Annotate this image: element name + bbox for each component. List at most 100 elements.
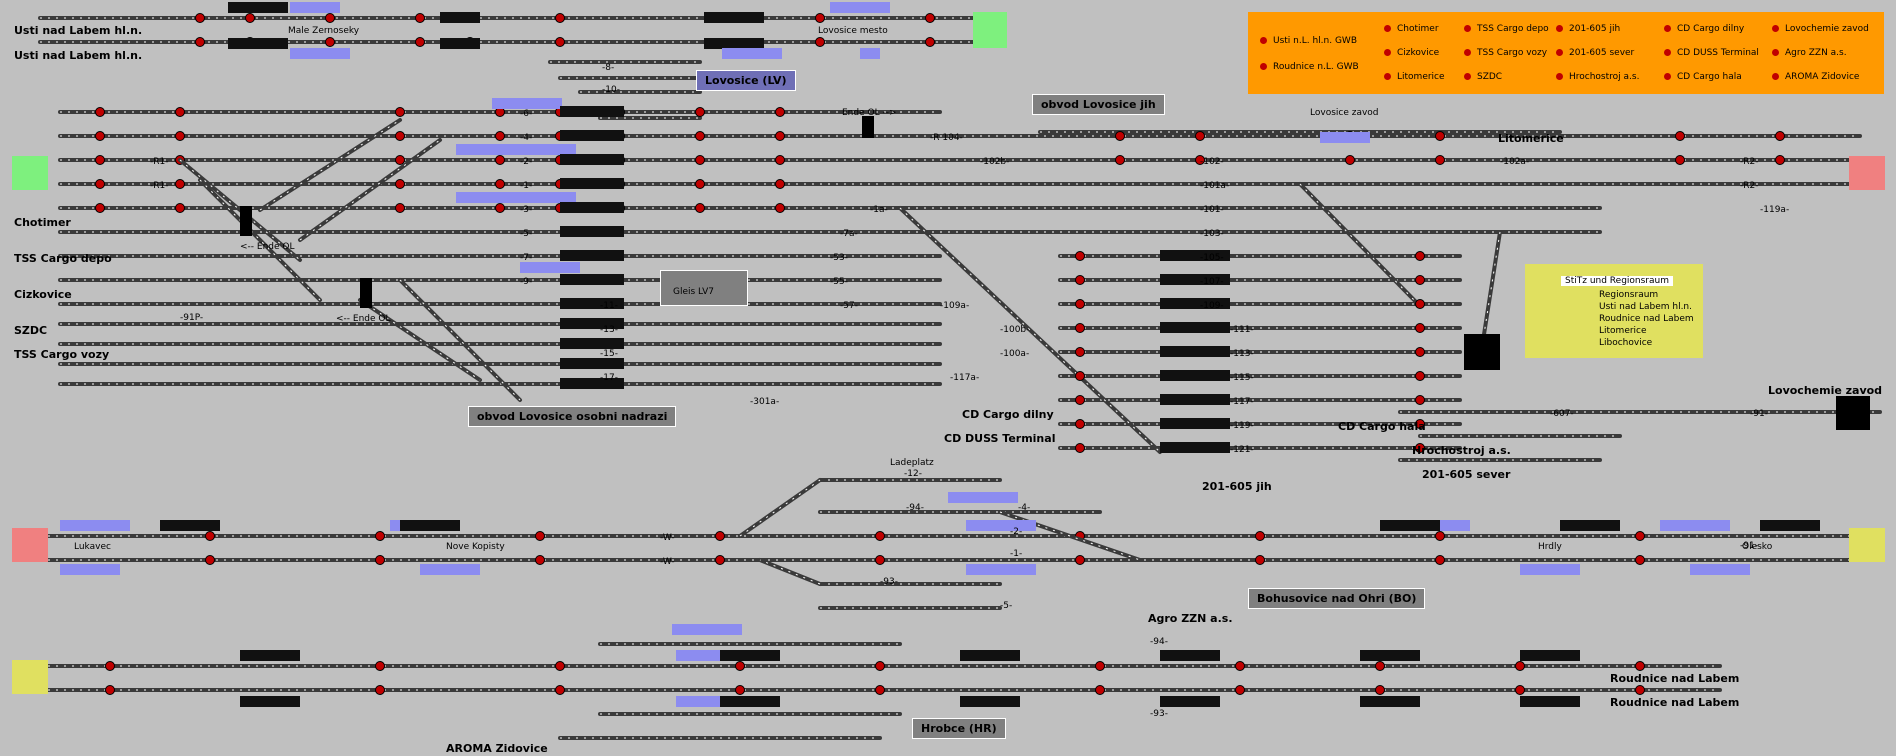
signal[interactable] xyxy=(415,37,425,47)
station-label[interactable]: CD Cargo hala xyxy=(1338,420,1426,433)
signal[interactable] xyxy=(395,203,405,213)
signal[interactable] xyxy=(1195,155,1205,165)
stitz-item[interactable]: Litomerice xyxy=(1599,326,1647,336)
signal[interactable] xyxy=(1075,395,1085,405)
signal[interactable] xyxy=(205,555,215,565)
legend-item[interactable]: 201-605 sever xyxy=(1556,48,1634,58)
signal[interactable] xyxy=(325,13,335,23)
signal[interactable] xyxy=(535,555,545,565)
signal[interactable] xyxy=(1415,347,1425,357)
signal[interactable] xyxy=(775,131,785,141)
stitz-item[interactable]: Regionsraum xyxy=(1599,290,1659,300)
station-label[interactable]: SZDC xyxy=(14,324,48,337)
station-label[interactable]: Cizkovice xyxy=(14,288,72,301)
station-label[interactable]: Roudnice nad Labem xyxy=(1610,672,1740,685)
signal[interactable] xyxy=(1375,661,1385,671)
signal[interactable] xyxy=(715,531,725,541)
signal[interactable] xyxy=(875,531,885,541)
signal[interactable] xyxy=(535,531,545,541)
signal[interactable] xyxy=(1375,685,1385,695)
signal[interactable] xyxy=(1075,251,1085,261)
signal[interactable] xyxy=(1435,555,1445,565)
station-label[interactable]: Lovochemie zavod xyxy=(1768,384,1883,397)
signal[interactable] xyxy=(375,531,385,541)
signal[interactable] xyxy=(1195,131,1205,141)
signal[interactable] xyxy=(1775,131,1785,141)
signal[interactable] xyxy=(1635,531,1645,541)
signal[interactable] xyxy=(775,179,785,189)
signal[interactable] xyxy=(1075,419,1085,429)
signal[interactable] xyxy=(1435,131,1445,141)
legend-item[interactable]: Roudnice n.L. GWB xyxy=(1260,62,1359,72)
signal[interactable] xyxy=(1235,661,1245,671)
signal[interactable] xyxy=(245,13,255,23)
signal[interactable] xyxy=(925,37,935,47)
signal[interactable] xyxy=(1075,275,1085,285)
track-segment[interactable] xyxy=(198,178,322,302)
station-label[interactable]: Litomerice xyxy=(1498,132,1564,145)
signal[interactable] xyxy=(395,179,405,189)
signal[interactable] xyxy=(175,203,185,213)
station-label[interactable]: Chotimer xyxy=(14,216,71,229)
stitz-item[interactable]: Usti nad Labem hl.n. xyxy=(1599,302,1692,312)
signal[interactable] xyxy=(695,179,705,189)
end-zone-chotimer[interactable] xyxy=(12,156,48,190)
area-lovosice-lv[interactable]: Lovosice (LV) xyxy=(696,70,796,91)
signal[interactable] xyxy=(875,685,885,695)
station-label[interactable]: TSS Cargo vozy xyxy=(14,348,110,361)
end-zone-usti[interactable] xyxy=(973,12,1007,48)
signal[interactable] xyxy=(815,13,825,23)
signal[interactable] xyxy=(1775,155,1785,165)
signal[interactable] xyxy=(95,107,105,117)
signal[interactable] xyxy=(1075,555,1085,565)
legend-item[interactable]: CD DUSS Terminal xyxy=(1664,48,1759,58)
signal[interactable] xyxy=(1435,531,1445,541)
signal[interactable] xyxy=(195,37,205,47)
station-label[interactable]: Usti nad Labem hl.n. xyxy=(14,24,143,37)
signal[interactable] xyxy=(695,107,705,117)
signal[interactable] xyxy=(495,179,505,189)
station-label[interactable]: CD DUSS Terminal xyxy=(944,432,1056,445)
legend-item[interactable]: Lovochemie zavod xyxy=(1772,24,1869,34)
signal[interactable] xyxy=(1075,371,1085,381)
signal[interactable] xyxy=(375,555,385,565)
signal[interactable] xyxy=(375,685,385,695)
signal[interactable] xyxy=(105,661,115,671)
signal[interactable] xyxy=(1075,347,1085,357)
signal[interactable] xyxy=(395,107,405,117)
signal[interactable] xyxy=(1095,685,1105,695)
track-segment[interactable] xyxy=(298,138,442,242)
legend-item[interactable]: Litomerice xyxy=(1384,72,1445,82)
signal[interactable] xyxy=(1075,299,1085,309)
signal[interactable] xyxy=(1115,131,1125,141)
signal[interactable] xyxy=(775,107,785,117)
signal[interactable] xyxy=(1515,661,1525,671)
signal[interactable] xyxy=(555,685,565,695)
signal[interactable] xyxy=(495,155,505,165)
signal[interactable] xyxy=(95,203,105,213)
signal[interactable] xyxy=(1635,661,1645,671)
station-label[interactable]: CD Cargo dilny xyxy=(962,408,1054,421)
signal[interactable] xyxy=(325,37,335,47)
signal[interactable] xyxy=(1415,323,1425,333)
station-label[interactable]: Roudnice nad Labem xyxy=(1610,696,1740,709)
signal[interactable] xyxy=(175,131,185,141)
legend-item[interactable]: Chotimer xyxy=(1384,24,1439,34)
signal[interactable] xyxy=(1415,299,1425,309)
end-zone-lukavec[interactable] xyxy=(12,528,48,562)
stitz-item[interactable]: Libochovice xyxy=(1599,338,1653,348)
signal[interactable] xyxy=(1095,661,1105,671)
signal[interactable] xyxy=(1675,131,1685,141)
signal[interactable] xyxy=(775,155,785,165)
stitz-item[interactable]: Roudnice nad Labem xyxy=(1599,314,1694,324)
signal[interactable] xyxy=(735,685,745,695)
legend-item[interactable]: TSS Cargo vozy xyxy=(1464,48,1547,58)
signal[interactable] xyxy=(555,13,565,23)
signal[interactable] xyxy=(555,37,565,47)
track-segment[interactable] xyxy=(398,278,522,402)
legend-item[interactable]: Cizkovice xyxy=(1384,48,1439,58)
station-label[interactable]: 201-605 sever xyxy=(1422,468,1511,481)
signal[interactable] xyxy=(95,179,105,189)
station-label[interactable]: AROMA Zidovice xyxy=(446,742,548,755)
legend-item[interactable]: CD Cargo dilny xyxy=(1664,24,1744,34)
